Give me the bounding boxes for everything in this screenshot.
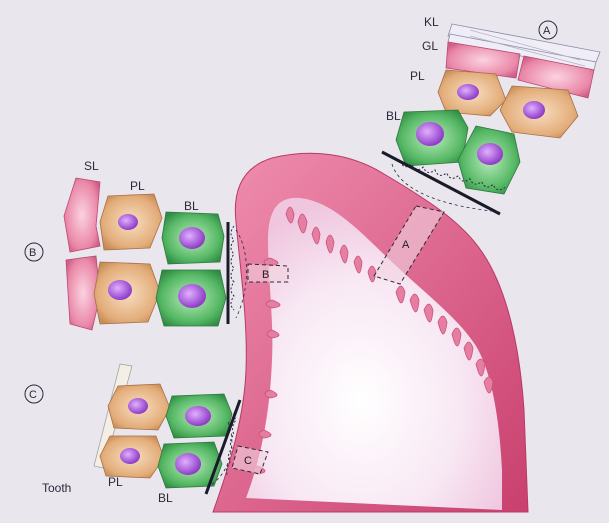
- label-gl: GL: [422, 39, 438, 53]
- label-tooth: Tooth: [42, 481, 71, 495]
- region-marker-b-label: B: [29, 247, 36, 259]
- cell-nucleus: [178, 284, 206, 308]
- cell-nucleus: [108, 280, 132, 300]
- label-pl-c: PL: [108, 475, 123, 489]
- cell-nucleus: [523, 101, 545, 119]
- section-box-b: B: [248, 264, 288, 282]
- cell-nucleus: [118, 214, 138, 230]
- cell-nucleus: [457, 84, 479, 100]
- region-marker-a-label: A: [543, 25, 551, 37]
- cell-nucleus: [416, 122, 444, 146]
- cell-nucleus: [477, 143, 503, 165]
- cell-nucleus: [179, 227, 205, 249]
- label-bl-b: BL: [184, 199, 199, 213]
- section-box-a-label: A: [402, 239, 410, 251]
- section-box-b-label: B: [262, 269, 269, 281]
- label-bl-a: BL: [386, 109, 401, 123]
- label-sl: SL: [84, 159, 99, 173]
- label-pl-b: PL: [130, 179, 145, 193]
- label-bl-c: BL: [158, 491, 173, 505]
- cell-nucleus: [128, 398, 148, 414]
- section-box-c-label: C: [244, 455, 252, 467]
- region-marker-c-label: C: [29, 389, 37, 401]
- cell-nucleus: [185, 406, 211, 426]
- cell-nucleus: [175, 453, 201, 475]
- label-kl: KL: [424, 15, 439, 29]
- label-pl-a: PL: [410, 69, 425, 83]
- cell-nucleus: [120, 448, 140, 464]
